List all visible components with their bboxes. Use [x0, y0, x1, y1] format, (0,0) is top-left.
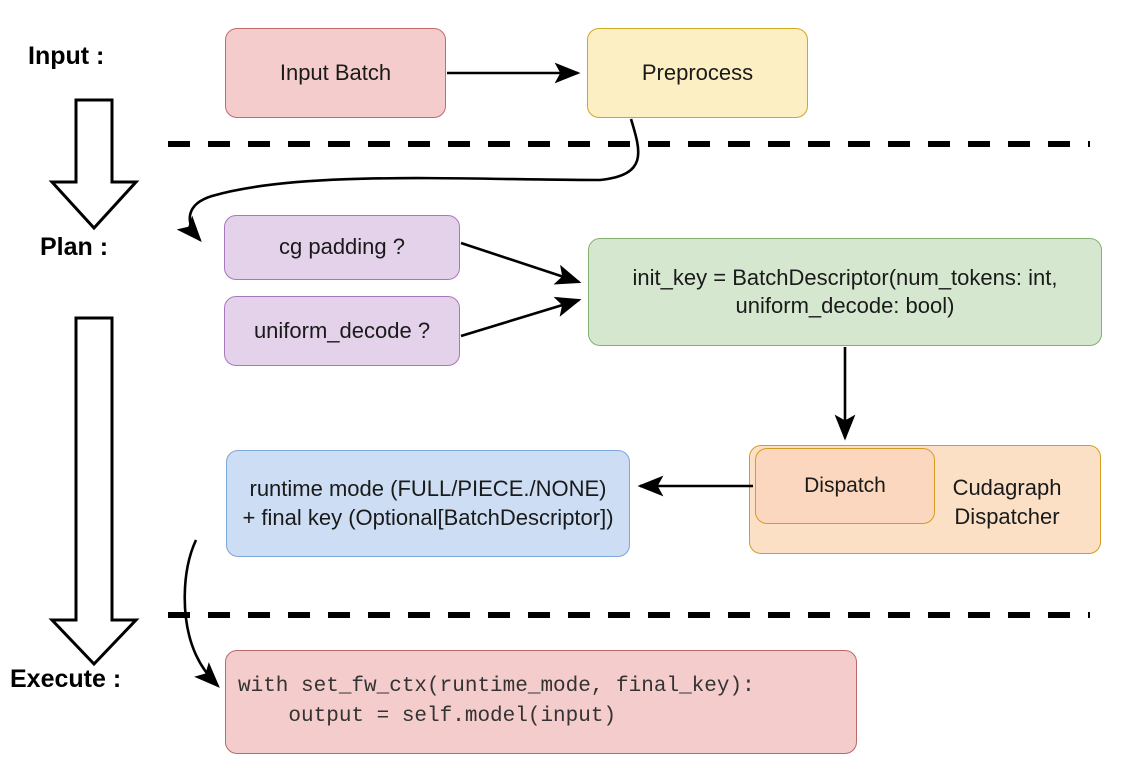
- block-arrow-input-to-plan: [48, 98, 140, 231]
- arrow-uniform-decode-to-init-key: [460, 296, 582, 338]
- stage-label-execute: Execute :: [10, 665, 122, 693]
- node-dispatch[interactable]: Dispatch: [755, 448, 935, 524]
- node-uniform-decode[interactable]: uniform_decode ?: [224, 296, 460, 366]
- stage-label-input: Input :: [28, 42, 105, 70]
- node-cg-padding[interactable]: cg padding ?: [224, 215, 460, 280]
- node-init-key[interactable]: init_key = BatchDescriptor(num_tokens: i…: [588, 238, 1102, 346]
- node-execute-code[interactable]: with set_fw_ctx(runtime_mode, final_key)…: [225, 650, 857, 754]
- node-preprocess[interactable]: Preprocess: [587, 28, 808, 118]
- arrow-runtime-mode-to-execute-code: [183, 539, 220, 688]
- cudagraph-dispatcher-label: Cudagraph Dispatcher: [952, 475, 1062, 529]
- stage-label-plan: Plan :: [40, 233, 109, 261]
- block-arrow-plan-to-execute: [48, 316, 140, 667]
- node-input-batch[interactable]: Input Batch: [225, 28, 446, 118]
- arrow-cg-padding-to-init-key: [460, 241, 582, 285]
- node-runtime-mode[interactable]: runtime mode (FULL/PIECE./NONE) + final …: [226, 450, 630, 557]
